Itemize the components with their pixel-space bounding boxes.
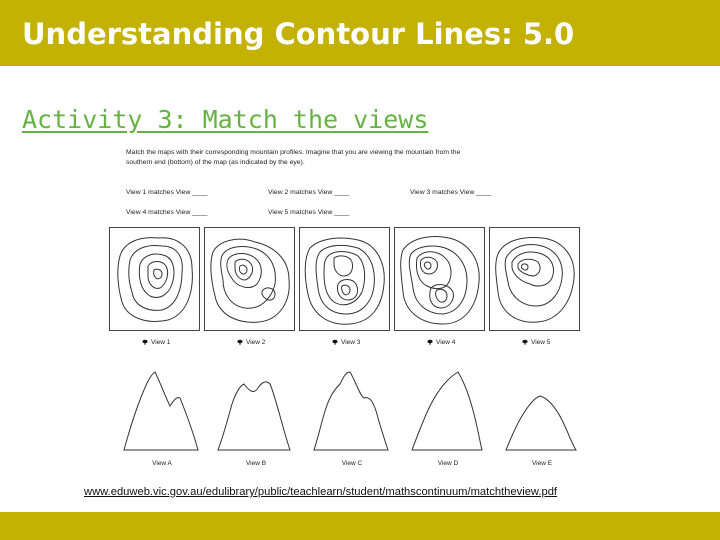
map-label-text: View 3	[341, 339, 361, 346]
source-url-link[interactable]: www.eduweb.vic.gov.au/edulibrary/public/…	[84, 486, 558, 498]
page-title: Understanding Contour Lines: 5.0	[22, 17, 575, 51]
profile-label-c: View C	[341, 460, 363, 467]
contour-map-5	[489, 227, 580, 331]
contour-map-2	[204, 227, 295, 331]
map-label-4: View 4	[427, 339, 487, 346]
map-label-text: View 4	[436, 339, 456, 346]
profile-label-e: View E	[531, 460, 553, 467]
map-label-3: View 3	[332, 339, 392, 346]
map-label-5: View 5	[522, 339, 582, 346]
mountain-profile-b	[217, 381, 291, 451]
map-label-1: View 1	[142, 339, 202, 346]
profile-label-a: View A	[152, 460, 172, 467]
match-line-5: View 5 matches View ____	[268, 209, 350, 216]
profile-label-d: View D	[437, 460, 459, 467]
match-line-3: View 3 matches View ____	[410, 189, 492, 196]
footer-bar	[0, 512, 720, 540]
worksheet-image: Match the maps with their corresponding …	[107, 140, 580, 480]
profile-label-b: View B	[245, 460, 267, 467]
eye-icon	[332, 339, 338, 345]
contour-map-1	[109, 227, 200, 331]
match-line-2: View 2 matches View ____	[268, 189, 350, 196]
contour-map-3	[299, 227, 390, 331]
contour-map-4	[394, 227, 485, 331]
mountain-profile-c	[313, 371, 389, 451]
activity-subtitle: Activity 3: Match the views	[22, 105, 429, 134]
match-line-1: View 1 matches View ____	[126, 189, 208, 196]
map-label-text: View 5	[531, 339, 551, 346]
mountain-profile-a	[123, 371, 199, 451]
map-label-text: View 2	[246, 339, 266, 346]
map-label-text: View 1	[151, 339, 171, 346]
worksheet-instructions: Match the maps with their corresponding …	[126, 149, 461, 166]
eye-icon	[237, 339, 243, 345]
eye-icon	[522, 339, 528, 345]
eye-icon	[142, 339, 148, 345]
eye-icon	[427, 339, 433, 345]
mountain-profile-d	[411, 371, 483, 451]
mountain-profile-e	[505, 395, 577, 451]
map-label-2: View 2	[237, 339, 297, 346]
match-line-4: View 4 matches View ____	[126, 209, 208, 216]
header-bar: Understanding Contour Lines: 5.0	[0, 0, 720, 66]
